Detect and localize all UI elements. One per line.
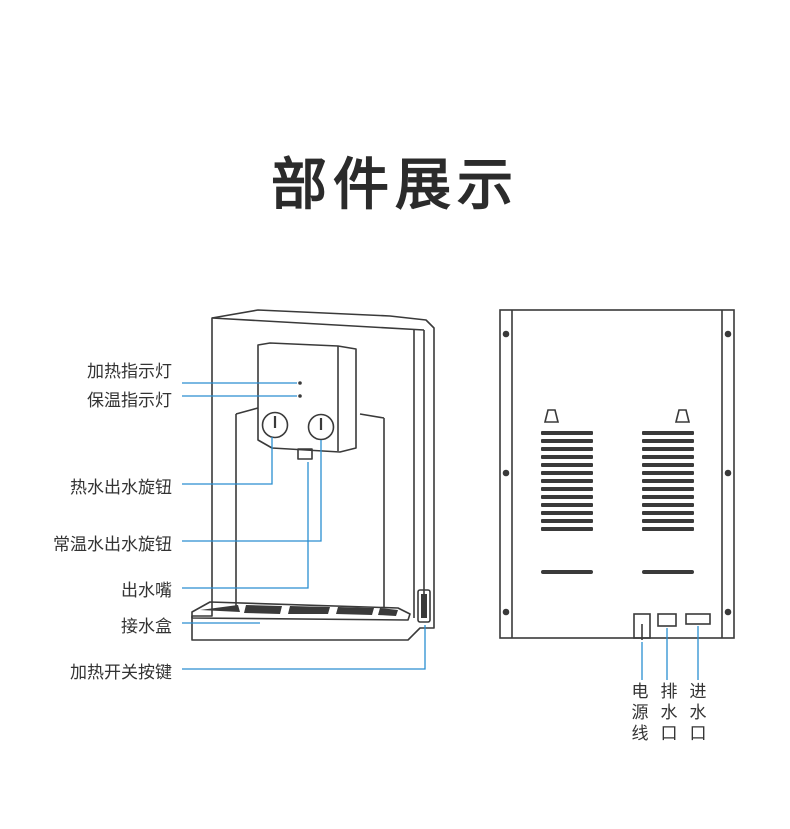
dispenser-body — [191, 309, 435, 641]
dispensing-recess — [235, 407, 385, 608]
label-spout: 出水嘴 — [121, 581, 172, 601]
label-inlet: 进水口 — [689, 682, 707, 744]
spout — [297, 448, 313, 460]
front-view — [191, 309, 435, 641]
leader-spout — [182, 462, 309, 589]
front-leader-lines — [182, 382, 426, 670]
rear-panel — [499, 309, 735, 639]
label-hot-knob: 热水出水旋钮 — [70, 478, 172, 498]
rear-leader-lines — [641, 626, 699, 680]
label-normal-knob: 常温水出水旋钮 — [53, 535, 172, 555]
heat-indicator-light — [298, 381, 302, 385]
normal-water-knob — [307, 413, 335, 441]
leader-normal-knob — [182, 440, 322, 542]
label-power-cord: 电源线 — [631, 682, 649, 744]
rear-vents — [541, 431, 694, 574]
page-title: 部件展示 — [271, 153, 519, 218]
drip-tray-grille — [200, 605, 398, 616]
hook-right — [674, 409, 691, 423]
label-heat-switch: 加热开关按键 — [70, 663, 172, 683]
top-edge — [211, 317, 425, 331]
heat-switch — [417, 589, 431, 623]
label-drip-tray: 接水盒 — [121, 617, 172, 637]
label-warm-indicator: 保温指示灯 — [87, 391, 172, 411]
label-drain: 排水口 — [660, 682, 678, 744]
label-heat-indicator: 加热指示灯 — [87, 362, 172, 382]
leader-heat-switch — [182, 625, 426, 670]
hook-left — [543, 409, 560, 423]
drain-port — [657, 613, 677, 627]
drip-tray — [191, 601, 411, 621]
hot-water-knob — [261, 411, 289, 439]
control-head — [257, 342, 357, 453]
warm-indicator-light — [298, 394, 302, 398]
inlet-port — [685, 613, 711, 625]
leader-hot-knob — [182, 437, 273, 485]
rear-view — [499, 309, 735, 640]
